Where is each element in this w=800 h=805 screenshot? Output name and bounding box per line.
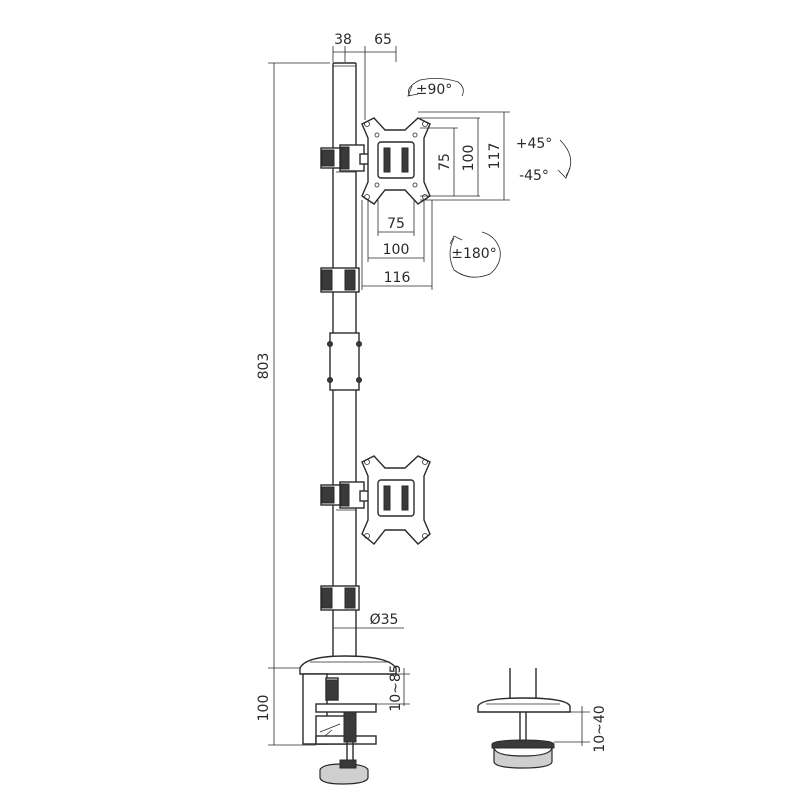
lower-arm-clamp bbox=[320, 481, 371, 511]
label-vesa-h-75: 75 bbox=[437, 153, 453, 171]
label-top-offset-a: 38 bbox=[334, 32, 352, 48]
clamp-knob bbox=[319, 763, 369, 785]
rotation-180-arrow bbox=[449, 231, 501, 278]
label-plate-h-117: 117 bbox=[487, 143, 503, 170]
label-tilt-down: -45° bbox=[519, 168, 549, 184]
label-rotation-180: ±180° bbox=[451, 246, 496, 262]
label-vesa-h-100: 100 bbox=[461, 145, 477, 172]
label-vesa-w-100: 100 bbox=[383, 242, 410, 258]
label-total-height: 803 bbox=[256, 353, 272, 380]
label-clamp-range: 10~85 bbox=[388, 664, 404, 711]
pole-coupler bbox=[329, 332, 360, 391]
lower-vesa-plate bbox=[361, 455, 431, 545]
tilt-arrow bbox=[557, 139, 572, 179]
label-tilt-up: +45° bbox=[516, 136, 553, 152]
label-vesa-w-75: 75 bbox=[387, 216, 405, 232]
label-grommet-range: 10~40 bbox=[592, 705, 608, 752]
rotation-90-arrow bbox=[407, 78, 464, 97]
grommet-base bbox=[477, 668, 571, 769]
label-clamp-height: 100 bbox=[256, 695, 272, 722]
upper-collar bbox=[320, 267, 360, 293]
label-pole-diameter: Ø35 bbox=[370, 612, 399, 628]
upper-arm-clamp bbox=[320, 144, 371, 173]
grommet-knob bbox=[493, 747, 553, 769]
dimension-labels: 38 65 ±90° +45° -45° 75 100 117 75 100 1… bbox=[256, 32, 608, 753]
lower-collar bbox=[320, 585, 360, 611]
desk-clamp-base bbox=[299, 655, 397, 785]
label-plate-w-116: 116 bbox=[384, 270, 411, 286]
label-top-offset-b: 65 bbox=[374, 32, 392, 48]
label-rotation-90: ±90° bbox=[416, 82, 453, 98]
dimension-lines bbox=[268, 46, 590, 746]
upper-vesa-plate bbox=[361, 117, 431, 205]
